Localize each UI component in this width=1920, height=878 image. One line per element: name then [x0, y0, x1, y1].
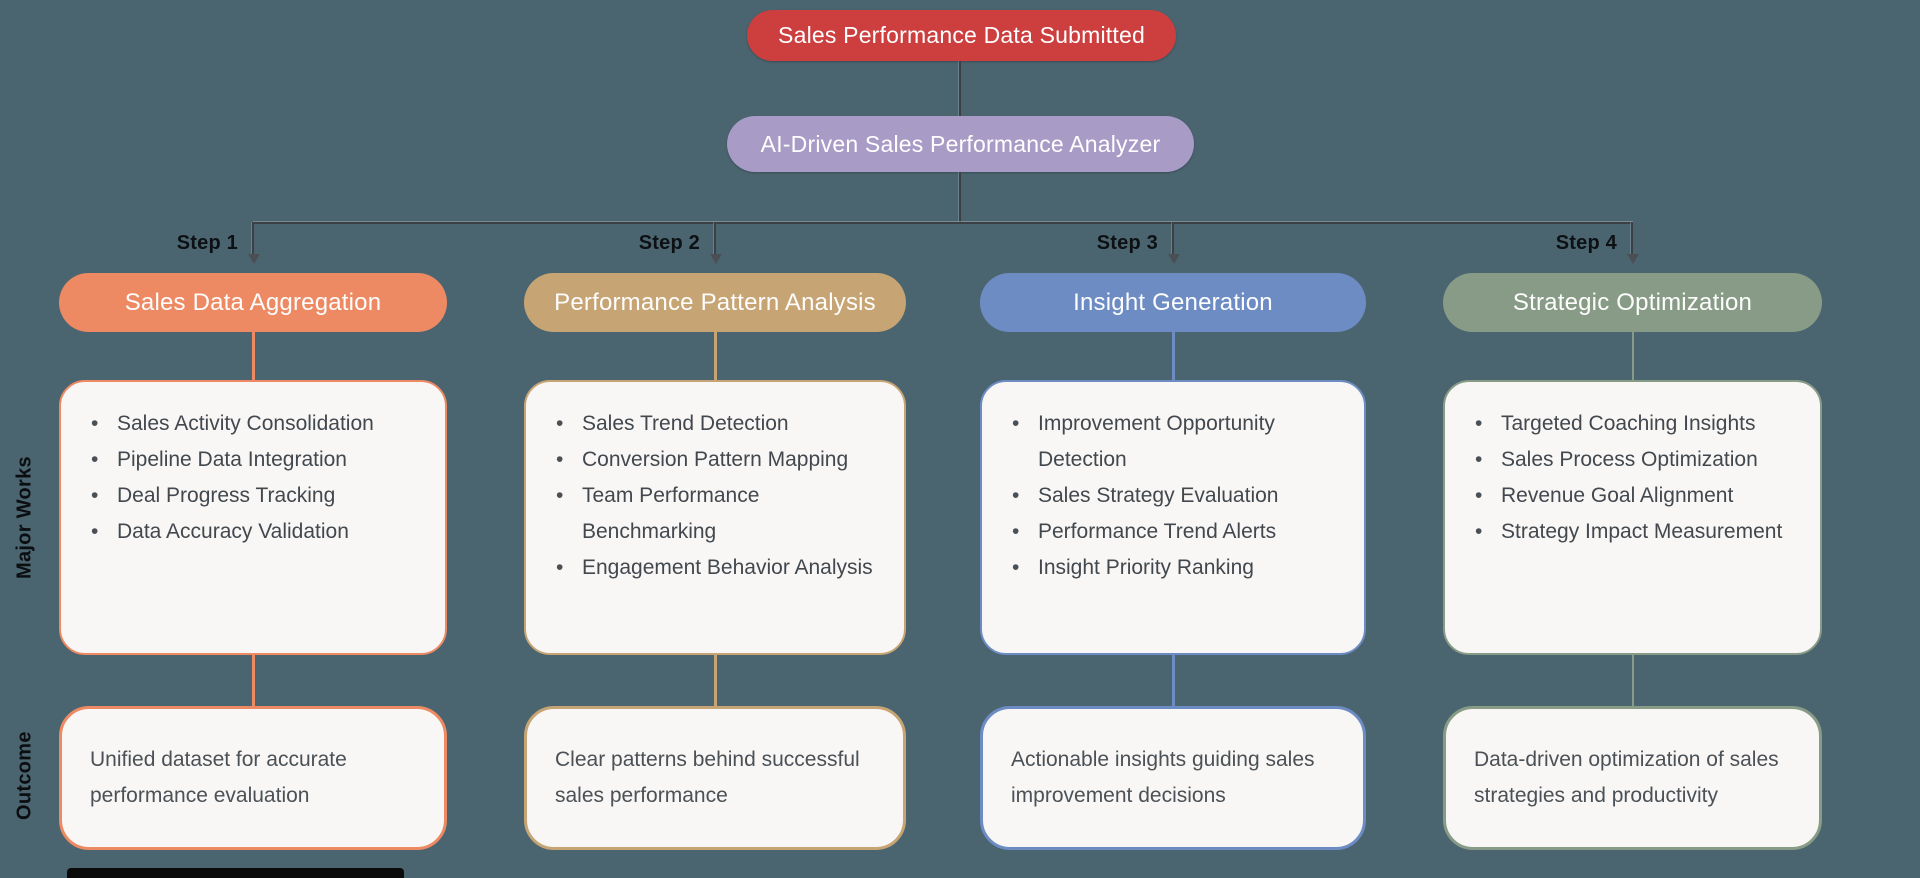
list-item: Insight Priority Ranking: [1012, 550, 1348, 586]
connector-analyzer-to-branch: [959, 172, 961, 223]
column-step1: Sales Data Aggregation Sales Activity Co…: [59, 273, 447, 850]
step4-connector-stub: [1631, 655, 1634, 706]
step3-major-works-box: Improvement Opportunity Detection Sales …: [980, 380, 1366, 655]
list-item: Sales Activity Consolidation: [91, 406, 429, 442]
list-item: Sales Strategy Evaluation: [1012, 478, 1348, 514]
arrow-down-icon: [710, 254, 722, 264]
step2-title: Performance Pattern Analysis: [554, 288, 876, 316]
list-item: Improvement Opportunity Detection: [1012, 406, 1348, 478]
branch-drop-step3: [1172, 222, 1174, 255]
step1-title-pill: Sales Data Aggregation: [59, 273, 447, 332]
list-item: Targeted Coaching Insights: [1475, 406, 1804, 442]
list-item: Revenue Goal Alignment: [1475, 478, 1804, 514]
step-label-3: Step 3: [1096, 232, 1158, 254]
list-item: Conversion Pattern Mapping: [556, 442, 888, 478]
step2-outcome-box: Clear patterns behind successful sales p…: [524, 706, 906, 850]
step2-connector-stub: [714, 332, 717, 380]
step1-connector-stub: [252, 332, 255, 380]
step3-connector-stub: [1172, 655, 1175, 706]
column-step2: Performance Pattern Analysis Sales Trend…: [524, 273, 906, 850]
step-label-1: Step 1: [176, 232, 238, 254]
step-label-4: Step 4: [1555, 232, 1617, 254]
step3-major-works-list: Improvement Opportunity Detection Sales …: [982, 382, 1364, 586]
step1-major-works-list: Sales Activity Consolidation Pipeline Da…: [61, 382, 445, 550]
list-item: Team Performance Benchmarking: [556, 478, 888, 550]
step2-outcome-text: Clear patterns behind successful sales p…: [555, 748, 860, 807]
arrow-down-icon: [1627, 254, 1639, 264]
step-label-2: Step 2: [638, 232, 700, 254]
cropped-bottom-bar: [67, 868, 404, 878]
step1-major-works-box: Sales Activity Consolidation Pipeline Da…: [59, 380, 447, 655]
step4-outcome-text: Data-driven optimization of sales strate…: [1474, 748, 1779, 807]
arrow-down-icon: [248, 254, 260, 264]
connector-start-to-analyzer: [959, 61, 961, 116]
step2-major-works-box: Sales Trend Detection Conversion Pattern…: [524, 380, 906, 655]
branch-drop-step1: [252, 222, 254, 255]
list-item: Sales Trend Detection: [556, 406, 888, 442]
list-item: Engagement Behavior Analysis: [556, 550, 888, 586]
step2-major-works-list: Sales Trend Detection Conversion Pattern…: [526, 382, 904, 586]
list-item: Deal Progress Tracking: [91, 478, 429, 514]
analyzer-node-label: AI-Driven Sales Performance Analyzer: [760, 130, 1161, 157]
step4-major-works-box: Targeted Coaching Insights Sales Process…: [1443, 380, 1822, 655]
list-item: Pipeline Data Integration: [91, 442, 429, 478]
step1-title: Sales Data Aggregation: [124, 288, 382, 316]
list-item: Strategy Impact Measurement: [1475, 514, 1804, 550]
branch-drop-step4: [1631, 222, 1633, 255]
step4-title-pill: Strategic Optimization: [1443, 273, 1822, 332]
branch-drop-step2: [714, 222, 716, 255]
step2-title-pill: Performance Pattern Analysis: [524, 273, 906, 332]
column-step4: Strategic Optimization Targeted Coaching…: [1443, 273, 1822, 850]
step3-title-pill: Insight Generation: [980, 273, 1366, 332]
row-label-major-works: Major Works: [13, 456, 36, 579]
step1-outcome-text: Unified dataset for accurate performance…: [90, 748, 347, 807]
column-step3: Insight Generation Improvement Opportuni…: [980, 273, 1366, 850]
list-item: Sales Process Optimization: [1475, 442, 1804, 478]
row-label-outcome: Outcome: [13, 731, 36, 821]
branch-horizontal-line: [253, 222, 1633, 224]
step4-major-works-list: Targeted Coaching Insights Sales Process…: [1445, 382, 1820, 550]
step4-outcome-box: Data-driven optimization of sales strate…: [1443, 706, 1822, 850]
list-item: Performance Trend Alerts: [1012, 514, 1348, 550]
step4-connector-stub: [1631, 332, 1634, 380]
step2-connector-stub: [714, 655, 717, 706]
analyzer-node: AI-Driven Sales Performance Analyzer: [727, 116, 1194, 172]
list-item: Data Accuracy Validation: [91, 514, 429, 550]
start-node: Sales Performance Data Submitted: [747, 10, 1176, 61]
start-node-label: Sales Performance Data Submitted: [778, 22, 1145, 48]
step3-connector-stub: [1172, 332, 1175, 380]
step3-outcome-box: Actionable insights guiding sales improv…: [980, 706, 1366, 850]
step3-title: Insight Generation: [1073, 288, 1273, 316]
step1-connector-stub: [252, 655, 255, 706]
step1-outcome-box: Unified dataset for accurate performance…: [59, 706, 447, 850]
step4-title: Strategic Optimization: [1512, 288, 1753, 316]
step3-outcome-text: Actionable insights guiding sales improv…: [1011, 748, 1315, 807]
arrow-down-icon: [1168, 254, 1180, 264]
